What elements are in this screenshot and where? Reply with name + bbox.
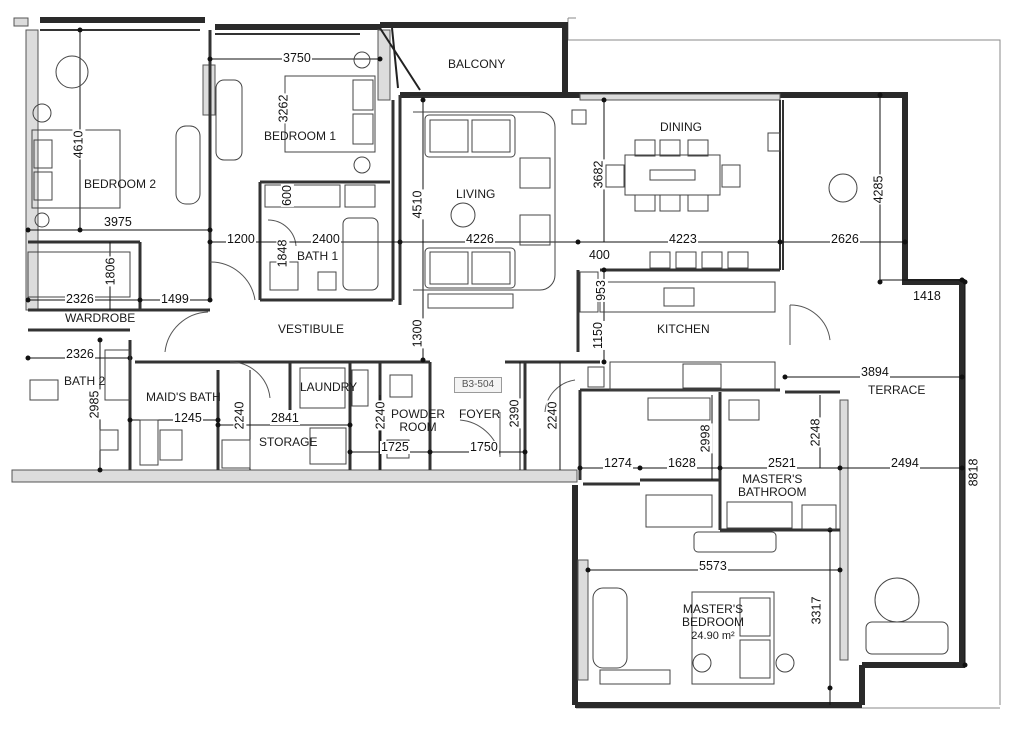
- dim-label: 1300: [410, 318, 425, 349]
- room-label-powder-room-line2: ROOM: [399, 420, 437, 434]
- dim-label: 4510: [410, 189, 425, 220]
- dim-label: 5573: [698, 559, 728, 573]
- bed-masters-bedroom: [691, 591, 775, 685]
- unit-label: B3-504: [454, 377, 502, 393]
- room-label-masters-bathroom-line2: BATHROOM: [738, 485, 807, 499]
- dim-label: 2998: [698, 423, 713, 454]
- dim-label: 400: [588, 248, 611, 262]
- dim-label: 600: [279, 184, 294, 207]
- dim-label: 1200: [226, 232, 256, 246]
- room-label-balcony: BALCONY: [448, 57, 506, 71]
- dim-label: 4285: [871, 174, 886, 205]
- dim-label: 4223: [668, 232, 698, 246]
- sofa-living-bottom: [424, 247, 516, 289]
- room-label-laundry: LAUNDRY: [300, 380, 358, 394]
- dim-label: 3682: [591, 159, 606, 190]
- dim-label: 3975: [103, 215, 133, 229]
- dim-label: 1245: [173, 411, 203, 425]
- dim-label: 953: [593, 279, 608, 302]
- room-label-powder-room-line1: POWDER: [391, 407, 445, 421]
- sofa-living-top: [424, 114, 516, 158]
- room-label-bath-1: BATH 1: [297, 249, 339, 263]
- room-label-masters-bedroom-line1: MASTER'S: [682, 602, 744, 616]
- dim-label: 3750: [282, 51, 312, 65]
- interior-walls: [28, 30, 840, 532]
- room-label-kitchen: KITCHEN: [657, 322, 710, 336]
- dim-label: 4610: [71, 129, 86, 160]
- dim-label: 4226: [465, 232, 495, 246]
- dim-label: 3262: [276, 93, 291, 124]
- balcony-hatch: [379, 27, 421, 91]
- dim-label: 2326: [65, 347, 95, 361]
- dim-label: 2326: [65, 292, 95, 306]
- room-area-masters-bedroom: 24.90 m²: [691, 630, 735, 642]
- dim-label: 1806: [103, 256, 118, 287]
- room-label-masters-bedroom: MASTER'S BEDROOM 24.90 m²: [682, 603, 744, 643]
- dim-label: 3894: [860, 365, 890, 379]
- dim-label: 1499: [160, 292, 190, 306]
- dim-label: 1725: [380, 440, 410, 454]
- furniture: [27, 51, 949, 685]
- room-label-masters-bathroom-line1: MASTER'S: [742, 472, 803, 486]
- dim-label: 8818: [966, 457, 981, 488]
- dim-label: 1628: [667, 456, 697, 470]
- dim-label: 2240: [545, 400, 560, 431]
- dimension-ticks: [25, 27, 968, 691]
- dim-label: 1150: [590, 321, 605, 350]
- dim-label: 2985: [87, 389, 102, 420]
- wall-hatch: [11, 17, 849, 681]
- dim-label: 1418: [912, 289, 942, 303]
- room-label-wardrobe: WARDROBE: [65, 311, 136, 325]
- room-label-foyer: FOYER: [459, 407, 501, 421]
- room-label-powder-room: POWDER ROOM: [391, 408, 445, 434]
- dim-label: 1848: [275, 238, 290, 269]
- room-label-bath-2: BATH 2: [64, 374, 106, 388]
- dim-label: 1750: [469, 440, 499, 454]
- room-label-bedroom-2: BEDROOM 2: [84, 177, 157, 191]
- dimension-lines: [28, 30, 966, 705]
- room-label-masters-bathroom: MASTER'S BATHROOM: [738, 473, 806, 499]
- dim-label: 2521: [767, 456, 797, 470]
- room-label-maids-bath: MAID'S BATH: [146, 390, 221, 404]
- dim-label: 3317: [809, 595, 824, 626]
- dim-label: 2626: [830, 232, 860, 246]
- door-swings: [164, 219, 831, 457]
- dim-label: 2841: [270, 411, 300, 425]
- room-label-dining: DINING: [660, 120, 702, 134]
- dim-label: 2248: [808, 417, 823, 448]
- kitchen-island: [599, 281, 776, 313]
- room-label-terrace: TERRACE: [868, 383, 926, 397]
- dim-label: 2240: [232, 400, 247, 431]
- room-label-bedroom-1: BEDROOM 1: [264, 129, 337, 143]
- dim-label: 2240: [373, 400, 388, 431]
- bathtub-bath-1: [342, 217, 379, 291]
- room-label-vestibule: VESTIBULE: [278, 322, 345, 336]
- dim-label: 2400: [311, 232, 341, 246]
- dim-label: 2390: [507, 398, 522, 429]
- room-label-living: LIVING: [456, 187, 496, 201]
- room-label-masters-bedroom-line2: BEDROOM: [682, 615, 745, 629]
- room-label-storage: STORAGE: [259, 435, 318, 449]
- dining-table: [624, 154, 721, 196]
- dim-label: 1274: [603, 456, 633, 470]
- dim-label: 2494: [890, 456, 920, 470]
